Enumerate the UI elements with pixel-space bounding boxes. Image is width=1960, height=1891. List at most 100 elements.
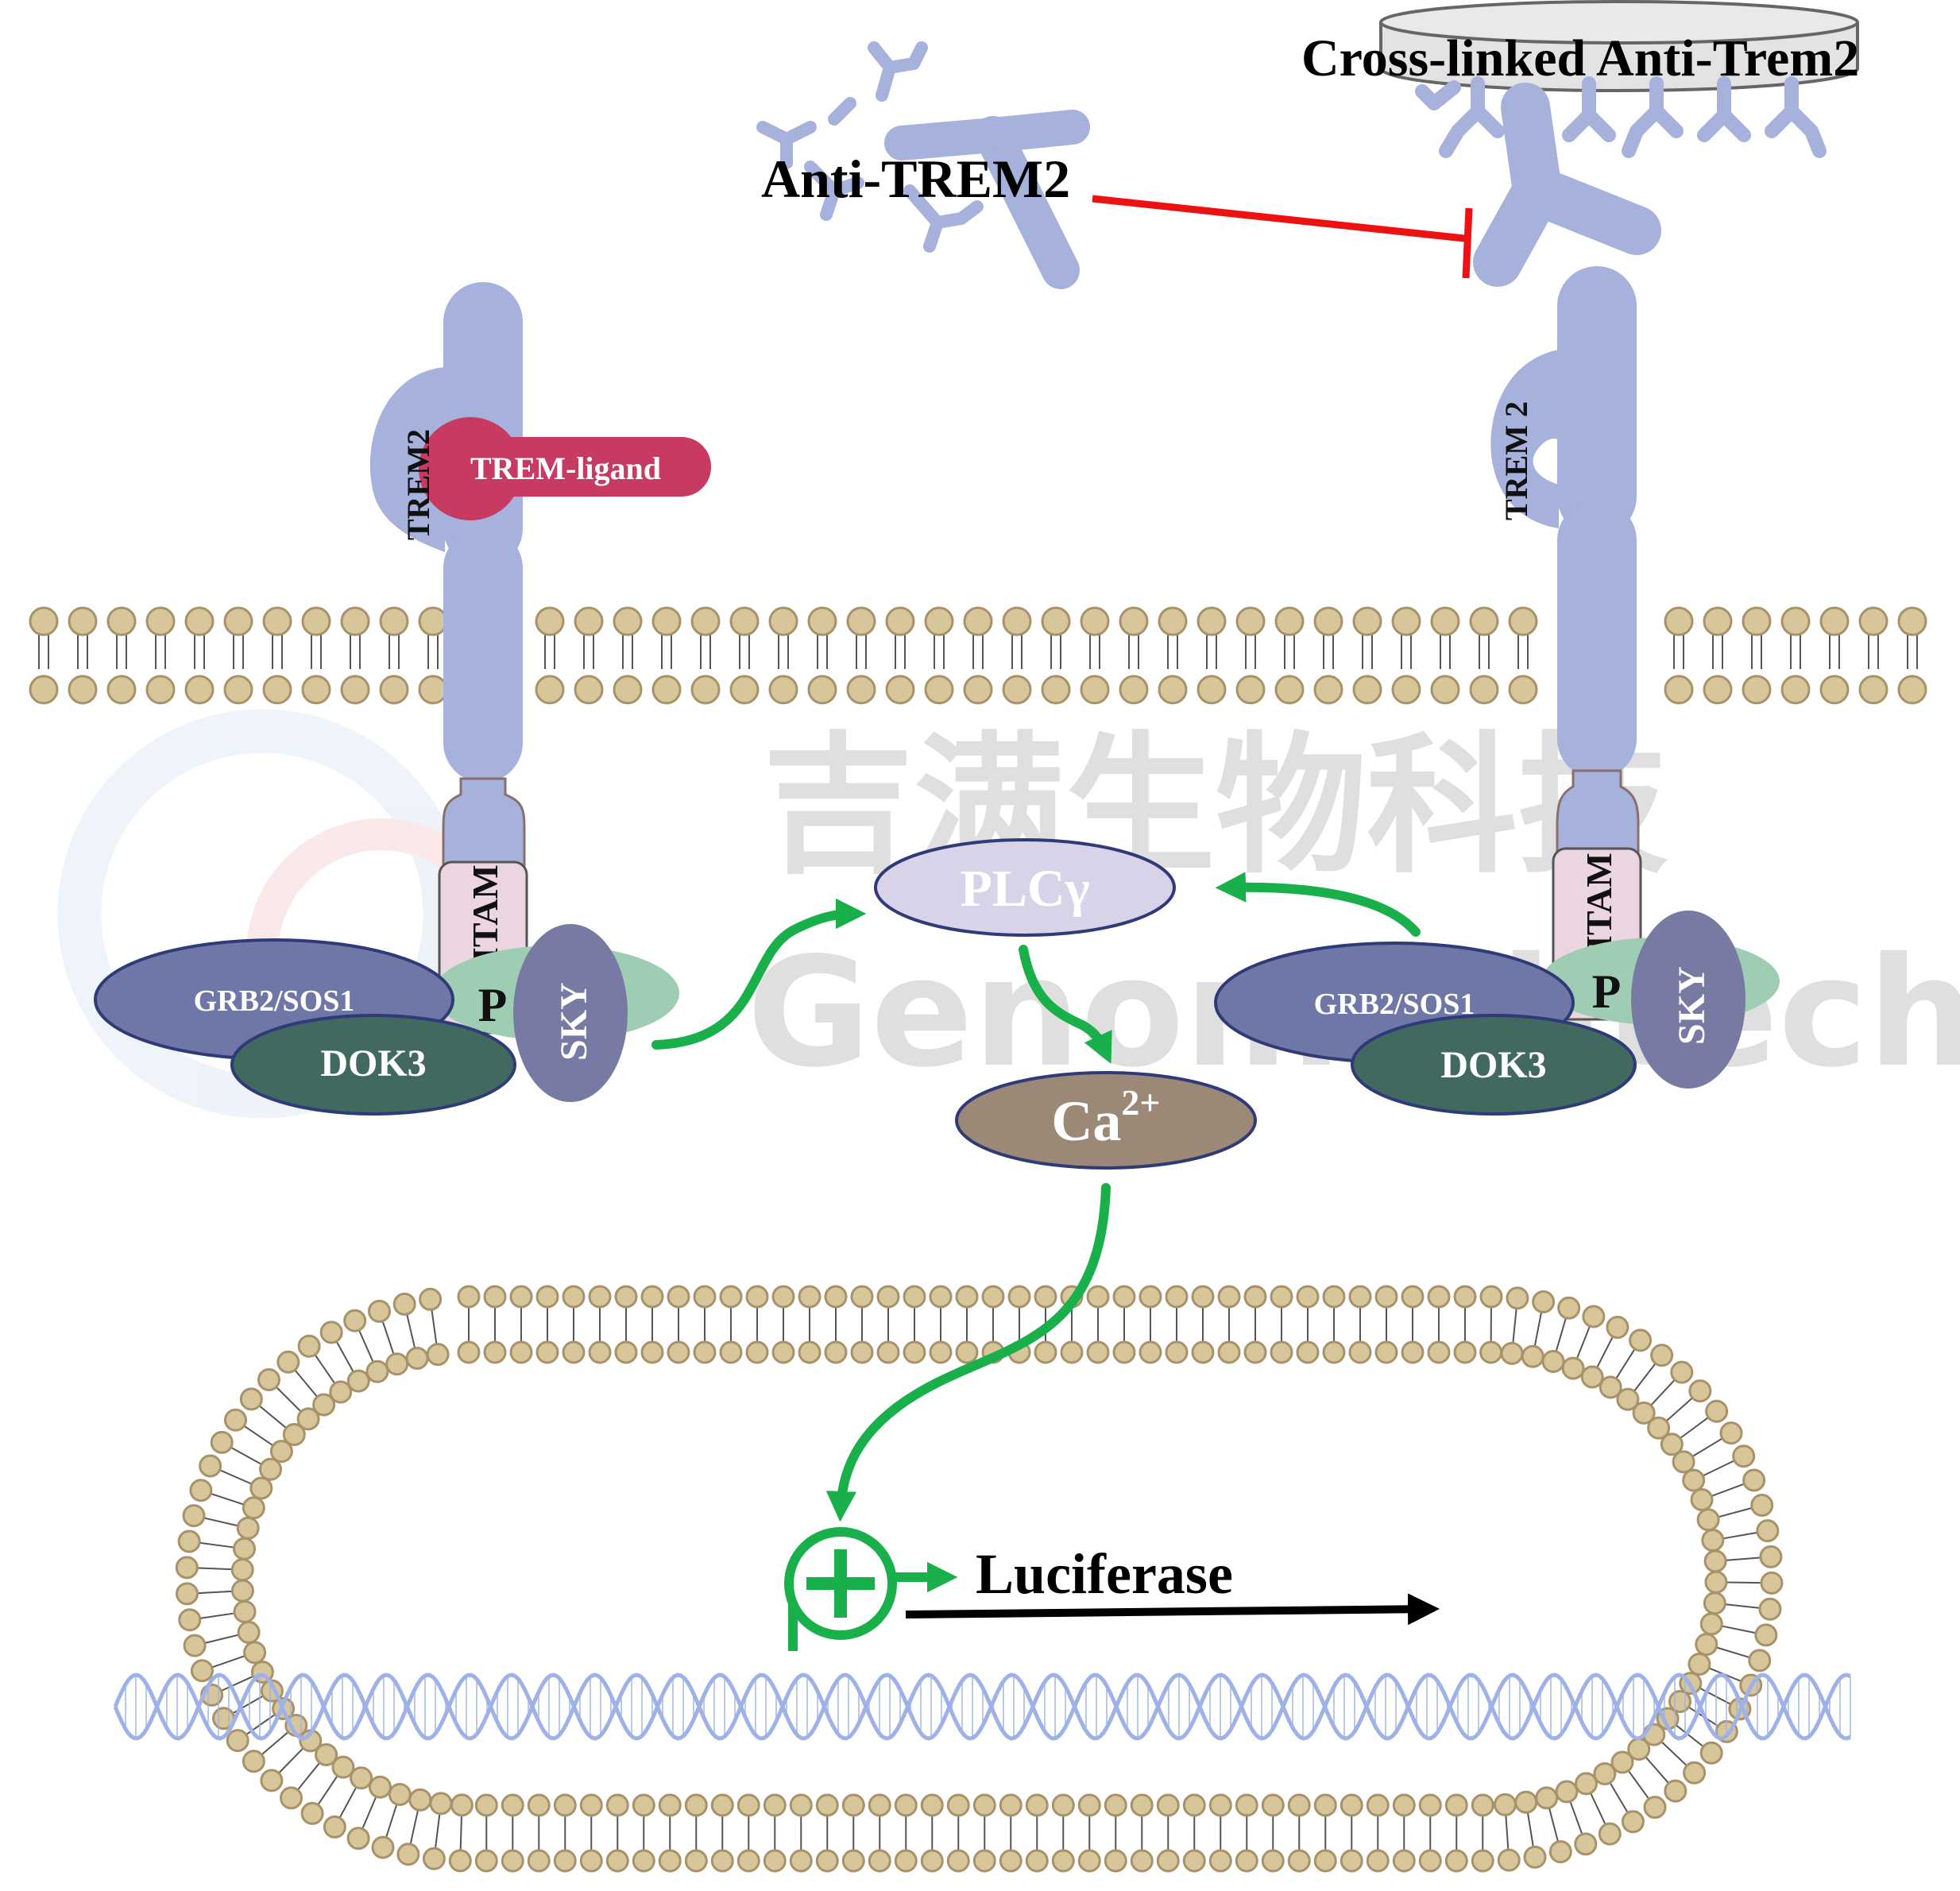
nuclear-lipid — [297, 1334, 353, 1404]
nuclear-lipid — [1418, 1793, 1442, 1873]
inhibition-arrow — [1092, 195, 1473, 279]
nuclear-lipid — [684, 1793, 708, 1873]
nuclear-lipid — [1165, 1285, 1189, 1364]
dna-helix — [113, 1673, 1852, 1741]
signal-arrows — [651, 872, 1421, 1522]
nuclear-lipid — [190, 1641, 267, 1683]
nuclear-lipid — [1182, 1793, 1206, 1873]
nuclear-lipid — [1348, 1285, 1372, 1364]
nuclear-lipid — [1112, 1285, 1136, 1364]
nuclear-lipid — [1632, 1360, 1694, 1425]
nuclear-lipid — [1535, 1786, 1572, 1864]
arrow-plcg-to-ca — [1019, 945, 1112, 1064]
nuclear-lipid — [1500, 1286, 1529, 1365]
nuclear-lipid — [1656, 1707, 1723, 1765]
p-label-left: P — [478, 979, 508, 1031]
nuclear-lipid — [850, 1285, 874, 1364]
nuclear-lipid — [1493, 1792, 1521, 1872]
nuclear-lipid — [1156, 1793, 1180, 1873]
nuclear-lipid — [1401, 1285, 1425, 1364]
nuclear-lipid — [1574, 1772, 1622, 1846]
nuclear-lipid — [763, 1793, 787, 1873]
grb2-sos1-label-right: GRB2/SOS1 — [1314, 988, 1475, 1021]
nuclear-lipid — [868, 1793, 891, 1873]
nuclear-lipid — [257, 1367, 320, 1431]
nuclear-membrane — [175, 1285, 1784, 1873]
lipid — [1742, 606, 1772, 705]
nuclear-lipid — [1627, 1737, 1687, 1803]
nuclear-lipid — [1208, 1793, 1232, 1873]
trem2-receptor-left — [369, 282, 526, 876]
nuclear-lipid — [1270, 1285, 1293, 1364]
anti-trem2-label: Anti-TREM2 — [761, 149, 1070, 209]
nuclear-lipid — [1235, 1793, 1258, 1873]
nuclear-lipid — [771, 1285, 795, 1364]
nuclear-lipid — [1672, 1421, 1743, 1474]
nuclear-lipid — [527, 1793, 551, 1873]
nuclear-lipid — [1287, 1793, 1311, 1873]
lipid — [729, 606, 760, 705]
nuclear-lipid — [1690, 1468, 1766, 1511]
plasma-membrane — [29, 606, 1927, 705]
nuclear-lipid — [1139, 1285, 1162, 1364]
lipid — [1352, 606, 1382, 705]
lipid — [885, 606, 915, 705]
trem-ligand-label: TREM-ligand — [470, 451, 661, 486]
itam-label-left: ITAM — [465, 864, 505, 961]
nuclear-lipid — [1701, 1519, 1780, 1553]
itam-label-right: ITAM — [1579, 853, 1619, 949]
lipid — [1391, 606, 1421, 705]
nuclear-lipid — [745, 1285, 769, 1364]
nuclear-lipid — [300, 1755, 355, 1825]
nuclear-lipid — [1699, 1612, 1778, 1647]
nuclear-lipid — [1313, 1793, 1337, 1873]
right-complex — [1214, 911, 1780, 1116]
nuclear-lipid — [1374, 1285, 1398, 1364]
lipid — [1196, 606, 1227, 705]
nuclear-lipid — [1695, 1633, 1772, 1673]
nuclear-lipid — [903, 1285, 926, 1364]
lipid — [223, 606, 253, 705]
nuclear-lipid — [658, 1793, 682, 1873]
lipid — [1080, 606, 1110, 705]
trem-ligand — [419, 417, 711, 520]
trem2-label-right: TREM 2 — [1498, 401, 1534, 520]
cross-linked-plate — [1379, 0, 1859, 92]
nuclear-lipid — [605, 1793, 629, 1873]
lipid — [1469, 606, 1499, 705]
lipid — [184, 606, 215, 705]
promoter-plus — [784, 1527, 958, 1651]
nuclear-lipid — [1479, 1285, 1503, 1364]
calcium-superscript: 2+ — [1121, 1082, 1160, 1123]
lipid — [1780, 606, 1811, 705]
lipid — [1119, 606, 1149, 705]
nuclear-lipid — [1580, 1316, 1629, 1389]
nuclear-lipid — [419, 1287, 450, 1367]
nuclear-lipid — [343, 1309, 389, 1383]
nuclear-lipid — [1660, 1399, 1729, 1456]
nuclear-lipid — [392, 1292, 429, 1370]
nuclear-lipid — [535, 1285, 559, 1364]
lipid — [418, 606, 448, 705]
dok3-label-right: DOK3 — [1440, 1044, 1546, 1086]
nuclear-lipid — [1007, 1285, 1031, 1364]
nuclear-lipid — [223, 1408, 293, 1464]
nuclear-lipid — [371, 1782, 412, 1859]
nuclear-lipid — [632, 1793, 655, 1873]
lipid — [1235, 606, 1266, 705]
lipid — [1041, 606, 1071, 705]
lipid — [574, 606, 604, 705]
plate-antibodies — [1415, 76, 1827, 158]
calcium-label: Ca2+ — [1051, 1082, 1160, 1153]
nuclear-lipid — [710, 1793, 734, 1873]
cross-linked-antibody — [1473, 83, 1661, 287]
nuclear-lipid — [1696, 1493, 1774, 1532]
nuclear-lipid — [1703, 1591, 1782, 1621]
nuclear-lipid — [1521, 1290, 1556, 1368]
lipid — [1158, 606, 1188, 705]
nuclear-lipid — [1077, 1793, 1101, 1873]
nuclear-lipid — [1051, 1793, 1075, 1873]
nuclear-lipid — [1616, 1344, 1674, 1411]
free-antibodies — [756, 41, 1090, 289]
